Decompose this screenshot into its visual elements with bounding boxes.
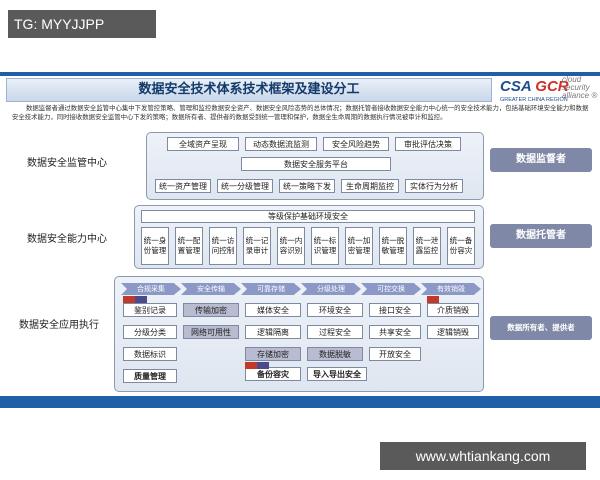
logo-text: CSA GCR [500,78,569,95]
monitor-cell: 审批评估决策 [395,137,461,151]
service-platform-cell: 数据安全服务平台 [241,157,391,171]
capability-cell: 统一身份管理 [141,227,169,265]
app-cell: 网络可用性 [183,325,239,339]
capability-header-cell: 等级保护基础环境安全 [141,210,475,223]
app-cell: 分级分类 [123,325,177,339]
role-owner-provider: 数据所有者、提供者 [490,316,592,340]
monitor-cell: 统一资产管理 [155,179,211,193]
app-cell: 数据脱敏 [307,347,363,361]
app-cell: 接口安全 [369,303,421,317]
app-cell: 共享安全 [369,325,421,339]
capability-cell: 统一备份容灾 [447,227,475,265]
capability-cell: 统一脱敏管理 [379,227,407,265]
monitor-cell: 安全风险趋势 [323,137,389,151]
application-panel: 合规采集 安全传输 可靠存储 分级处理 可控交换 有效销毁 鉴别记录 分级分类 … [114,276,484,392]
mini-badge [257,362,269,369]
section-label-capability: 数据安全能力中心 [27,234,107,245]
role-custodian: 数据托管者 [490,224,592,248]
section-label-monitor: 数据安全监管中心 [27,158,107,169]
app-cell: 介质销毁 [427,303,479,317]
csa-gcr-logo: CSA GCR cloud security alliance ® GREATE… [496,76,600,106]
tg-watermark-label: TG: MYYJJPP [8,10,156,38]
monitor-cell: 统一分级管理 [217,179,273,193]
app-cell: 质量管理 [123,369,177,383]
stage-chevron: 有效销毁 [421,283,481,295]
capability-cell: 统一加密管理 [345,227,373,265]
app-cell: 环境安全 [307,303,363,317]
logo-subtitle: GREATER CHINA REGION [500,97,568,103]
role-supervisor: 数据监督者 [490,148,592,172]
slide-title: 数据安全技术体系技术框架及建设分工 [6,78,492,102]
section-label-application: 数据安全应用执行 [19,320,99,331]
top-accent-bar [0,72,600,76]
monitor-cell: 实体行为分析 [405,179,463,193]
stage-chevron: 可靠存储 [241,283,301,295]
stage-chevron: 合规采集 [121,283,181,295]
mini-badge [245,362,257,369]
capability-cell: 统一内容识别 [277,227,305,265]
app-cell: 存储加密 [245,347,301,361]
capability-cell: 统一泄露监控 [413,227,441,265]
monitor-cell: 生命周期监控 [341,179,399,193]
app-cell: 开放安全 [369,347,421,361]
mini-badge [135,296,147,303]
stage-chevron: 分级处理 [301,283,361,295]
app-cell: 鉴别记录 [123,303,177,317]
monitor-panel: 全域资产呈现 动态数据流监测 安全风险趋势 审批评估决策 数据安全服务平台 统一… [146,132,484,200]
app-cell: 逻辑销毁 [427,325,479,339]
app-cell: 数据标识 [123,347,177,361]
app-cell: 逻辑隔离 [245,325,301,339]
app-cell: 导入导出安全 [307,367,367,381]
capability-cell: 统一配置管理 [175,227,203,265]
mini-badge [123,296,135,303]
monitor-cell: 统一策略下发 [279,179,335,193]
capability-cell: 统一记录审计 [243,227,271,265]
app-cell: 传输加密 [183,303,239,317]
mini-badge [427,296,439,303]
app-cell: 备份容灾 [245,367,301,381]
slide-description: 数据监督者通过数据安全监管中心集中下发管控策略、管理和监控数据安全资产、数据安全… [12,104,589,121]
stage-chevron: 安全传输 [181,283,241,295]
capability-panel: 等级保护基础环境安全 统一身份管理 统一配置管理 统一访问控制 统一记录审计 统… [134,205,484,269]
stage-chevron: 可控交换 [361,283,421,295]
monitor-cell: 动态数据流监测 [245,137,317,151]
app-cell: 媒体安全 [245,303,301,317]
app-cell: 过程安全 [307,325,363,339]
capability-cell: 统一访问控制 [209,227,237,265]
capability-cell: 统一标识管理 [311,227,339,265]
logo-cloud-text: cloud security alliance ® [562,75,598,100]
diagram-slide: 数据安全技术体系技术框架及建设分工 CSA GCR cloud security… [0,72,600,408]
site-watermark: www.whtiankang.com [380,442,586,470]
monitor-cell: 全域资产呈现 [167,137,239,151]
bottom-accent-bar [0,396,600,408]
